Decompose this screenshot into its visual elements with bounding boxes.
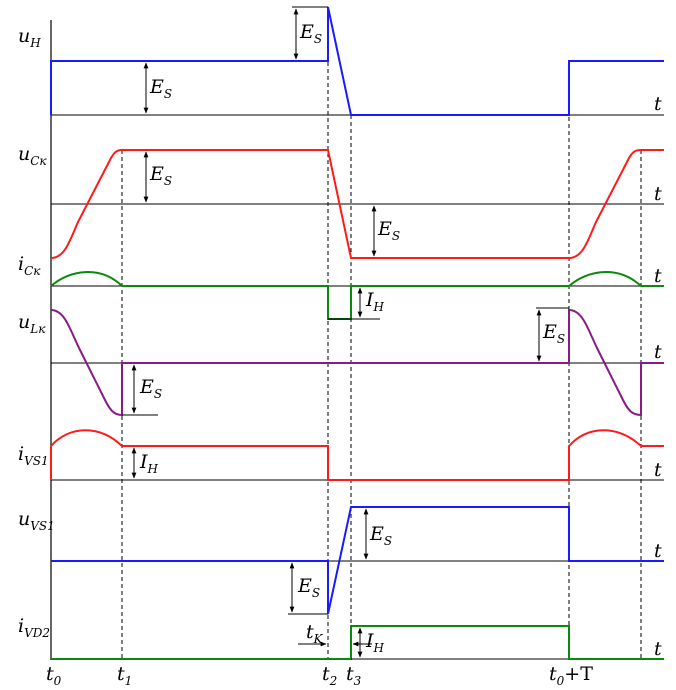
- signal-label: iСк: [18, 253, 41, 278]
- waveform-uh: [50, 6, 664, 116]
- es-annotation: ES: [299, 21, 322, 46]
- es-annotation: ES: [369, 523, 392, 548]
- waveform-uck: [50, 149, 664, 259]
- axis-t-label: t: [654, 341, 662, 363]
- time-label: t0: [46, 663, 62, 688]
- waveform-ulk: [50, 308, 664, 417]
- time-label: t2: [322, 663, 337, 688]
- tk-annotation: tK: [306, 621, 324, 646]
- signal-labels: uH uСк iСк uLк iVS1 uVS1 iVD2: [18, 25, 55, 640]
- time-label: t0+T: [549, 663, 593, 688]
- waveform-ivs1: [50, 429, 664, 481]
- reference-ticks: [122, 6, 569, 660]
- signal-label: iVD2: [18, 615, 50, 640]
- es-annotation: ES: [377, 218, 400, 243]
- amplitude-labels: ES ES ES ES ES ES ES ES IH IH IH tK: [139, 21, 565, 655]
- axis-t-label: t: [654, 93, 662, 115]
- es-annotation: ES: [149, 76, 172, 101]
- axis-labels: t t t t t t t: [654, 93, 662, 660]
- es-annotation: ES: [542, 321, 565, 346]
- axis-t-label: t: [654, 540, 662, 562]
- waveform-ivd2: [51, 625, 664, 660]
- axis-t-label: t: [654, 265, 662, 287]
- ih-annotation: IH: [139, 451, 159, 476]
- ih-annotation: IH: [365, 630, 385, 655]
- es-annotation: ES: [139, 376, 162, 401]
- axis-t-label: t: [654, 183, 662, 205]
- waveform-ick: [50, 271, 664, 320]
- axis-t-label: t: [654, 459, 662, 481]
- time-label: t1: [117, 663, 132, 688]
- es-annotation: ES: [149, 163, 172, 188]
- waveform-uvs1: [51, 506, 664, 615]
- signal-label: uVS1: [18, 508, 55, 533]
- ih-annotation: IH: [365, 289, 385, 314]
- time-labels: t0 t1 t2 t3 t0+T: [46, 663, 593, 688]
- signal-label: uLк: [18, 311, 46, 336]
- axis-t-label: t: [654, 638, 662, 660]
- signal-label: uСк: [18, 143, 47, 168]
- signal-label: iVS1: [18, 443, 49, 468]
- dimension-arrows: [131, 8, 542, 658]
- time-label: t3: [346, 663, 362, 688]
- signal-label: uH: [18, 25, 41, 50]
- es-annotation: ES: [297, 575, 320, 600]
